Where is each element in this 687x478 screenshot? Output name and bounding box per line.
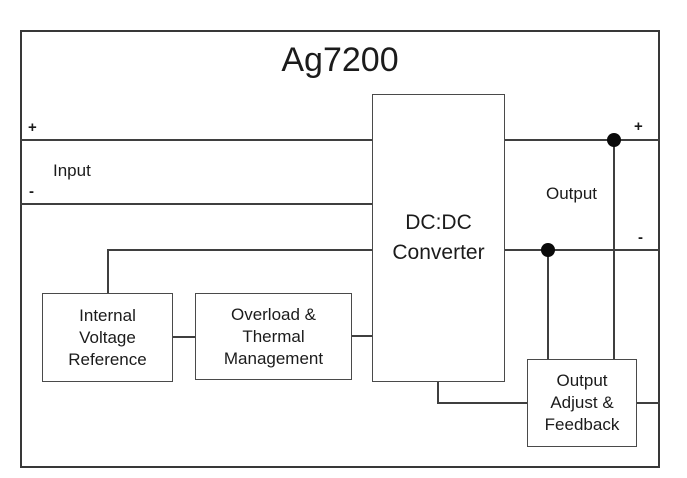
reference-feed-hline [107, 249, 373, 251]
output-plus-line [504, 139, 660, 141]
block-label-line: Adjust & [550, 393, 614, 412]
diagram-title: Ag7200 [281, 41, 399, 79]
oaf-to-border-connector [636, 402, 660, 404]
block-output-adjust-feedback: Output Adjust & Feedback [527, 359, 637, 447]
block-overload-thermal-management: Overload & Thermal Management [195, 293, 352, 380]
block-label-line: Thermal [242, 326, 305, 346]
plus-junction-dot [607, 133, 621, 147]
input-plus-label: + [28, 119, 37, 136]
block-label-line: Management [223, 348, 324, 368]
output-label: Output [546, 184, 598, 203]
block-label-line: Internal [79, 305, 136, 325]
minus-junction-dot [541, 243, 555, 257]
block-label-line: Overload & [230, 304, 317, 324]
otm-to-dcdc-connector [351, 335, 373, 337]
dcdc-feedback-vline [437, 381, 439, 404]
ivr-to-otm-connector [172, 336, 196, 338]
input-plus-line [20, 139, 373, 141]
input-minus-line [20, 203, 373, 205]
input-minus-label: - [29, 183, 34, 200]
plus-feedback-vline [613, 140, 615, 360]
block-label-line: DC:DC [405, 211, 472, 234]
dcdc-feedback-hline [437, 402, 528, 404]
output-minus-line [504, 249, 660, 251]
input-label: Input [53, 161, 91, 180]
block-internal-voltage-reference: Internal Voltage Reference [42, 293, 173, 382]
block-dcdc-converter: DC:DC Converter [372, 94, 505, 382]
block-label-line: Feedback [544, 415, 620, 434]
minus-feedback-vline [547, 250, 549, 360]
block-label-line: Converter [392, 241, 485, 264]
reference-feed-vline [107, 249, 109, 294]
output-plus-label: + [634, 118, 643, 135]
block-label-line: Reference [68, 349, 147, 369]
output-minus-label: - [638, 229, 643, 246]
block-label-line: Voltage [79, 327, 136, 347]
block-label-line: Output [556, 371, 608, 390]
